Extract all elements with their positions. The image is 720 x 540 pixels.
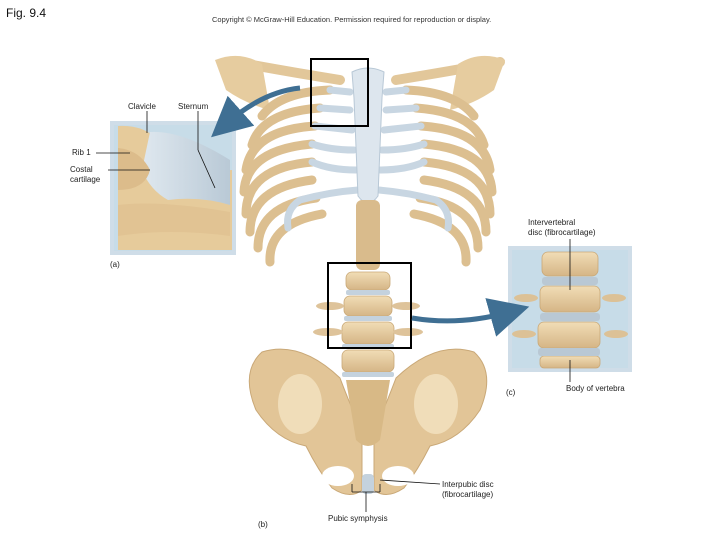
label-body-of-vertebra: Body of vertebra: [566, 384, 625, 393]
panel-b-tag: (b): [258, 520, 268, 529]
label-costal-line1: Costal: [70, 165, 93, 174]
label-sternum: Sternum: [178, 102, 209, 111]
arrow-to-inset-a: [211, 85, 301, 138]
label-clavicle: Clavicle: [128, 102, 157, 111]
inset-a: [110, 121, 236, 255]
label-interpubic-disc: Interpubic disc (fibrocartilage): [442, 480, 494, 500]
vertebral-column: [313, 200, 423, 377]
pelvis: [248, 348, 488, 495]
label-interpubic-line2: (fibrocartilage): [442, 490, 494, 499]
inset-c: [508, 246, 632, 372]
callout-box-spine: [327, 262, 412, 349]
label-intervertebral-line1: Intervertebral: [528, 218, 576, 227]
arrow-to-inset-c: [411, 298, 530, 337]
panel-c-tag: (c): [506, 388, 516, 397]
leader-lines: [96, 111, 571, 512]
panel-a-tag: (a): [110, 260, 120, 269]
copyright-notice: Copyright © McGraw-Hill Education. Permi…: [212, 15, 492, 24]
figure-number: Fig. 9.4: [6, 6, 47, 20]
label-costal-cartilage: Costal cartilage: [70, 165, 100, 185]
label-rib-1: Rib 1: [72, 148, 91, 157]
callout-box-sternum: [310, 58, 369, 127]
label-intervertebral-line2: disc (fibrocartilage): [528, 228, 596, 237]
rib-cage: [215, 55, 505, 267]
label-pubic-symphysis: Pubic symphysis: [328, 514, 388, 523]
label-intervertebral-disc: Intervertebral disc (fibrocartilage): [528, 218, 596, 238]
label-costal-line2: cartilage: [70, 175, 101, 184]
label-interpubic-line1: Interpubic disc: [442, 480, 494, 489]
